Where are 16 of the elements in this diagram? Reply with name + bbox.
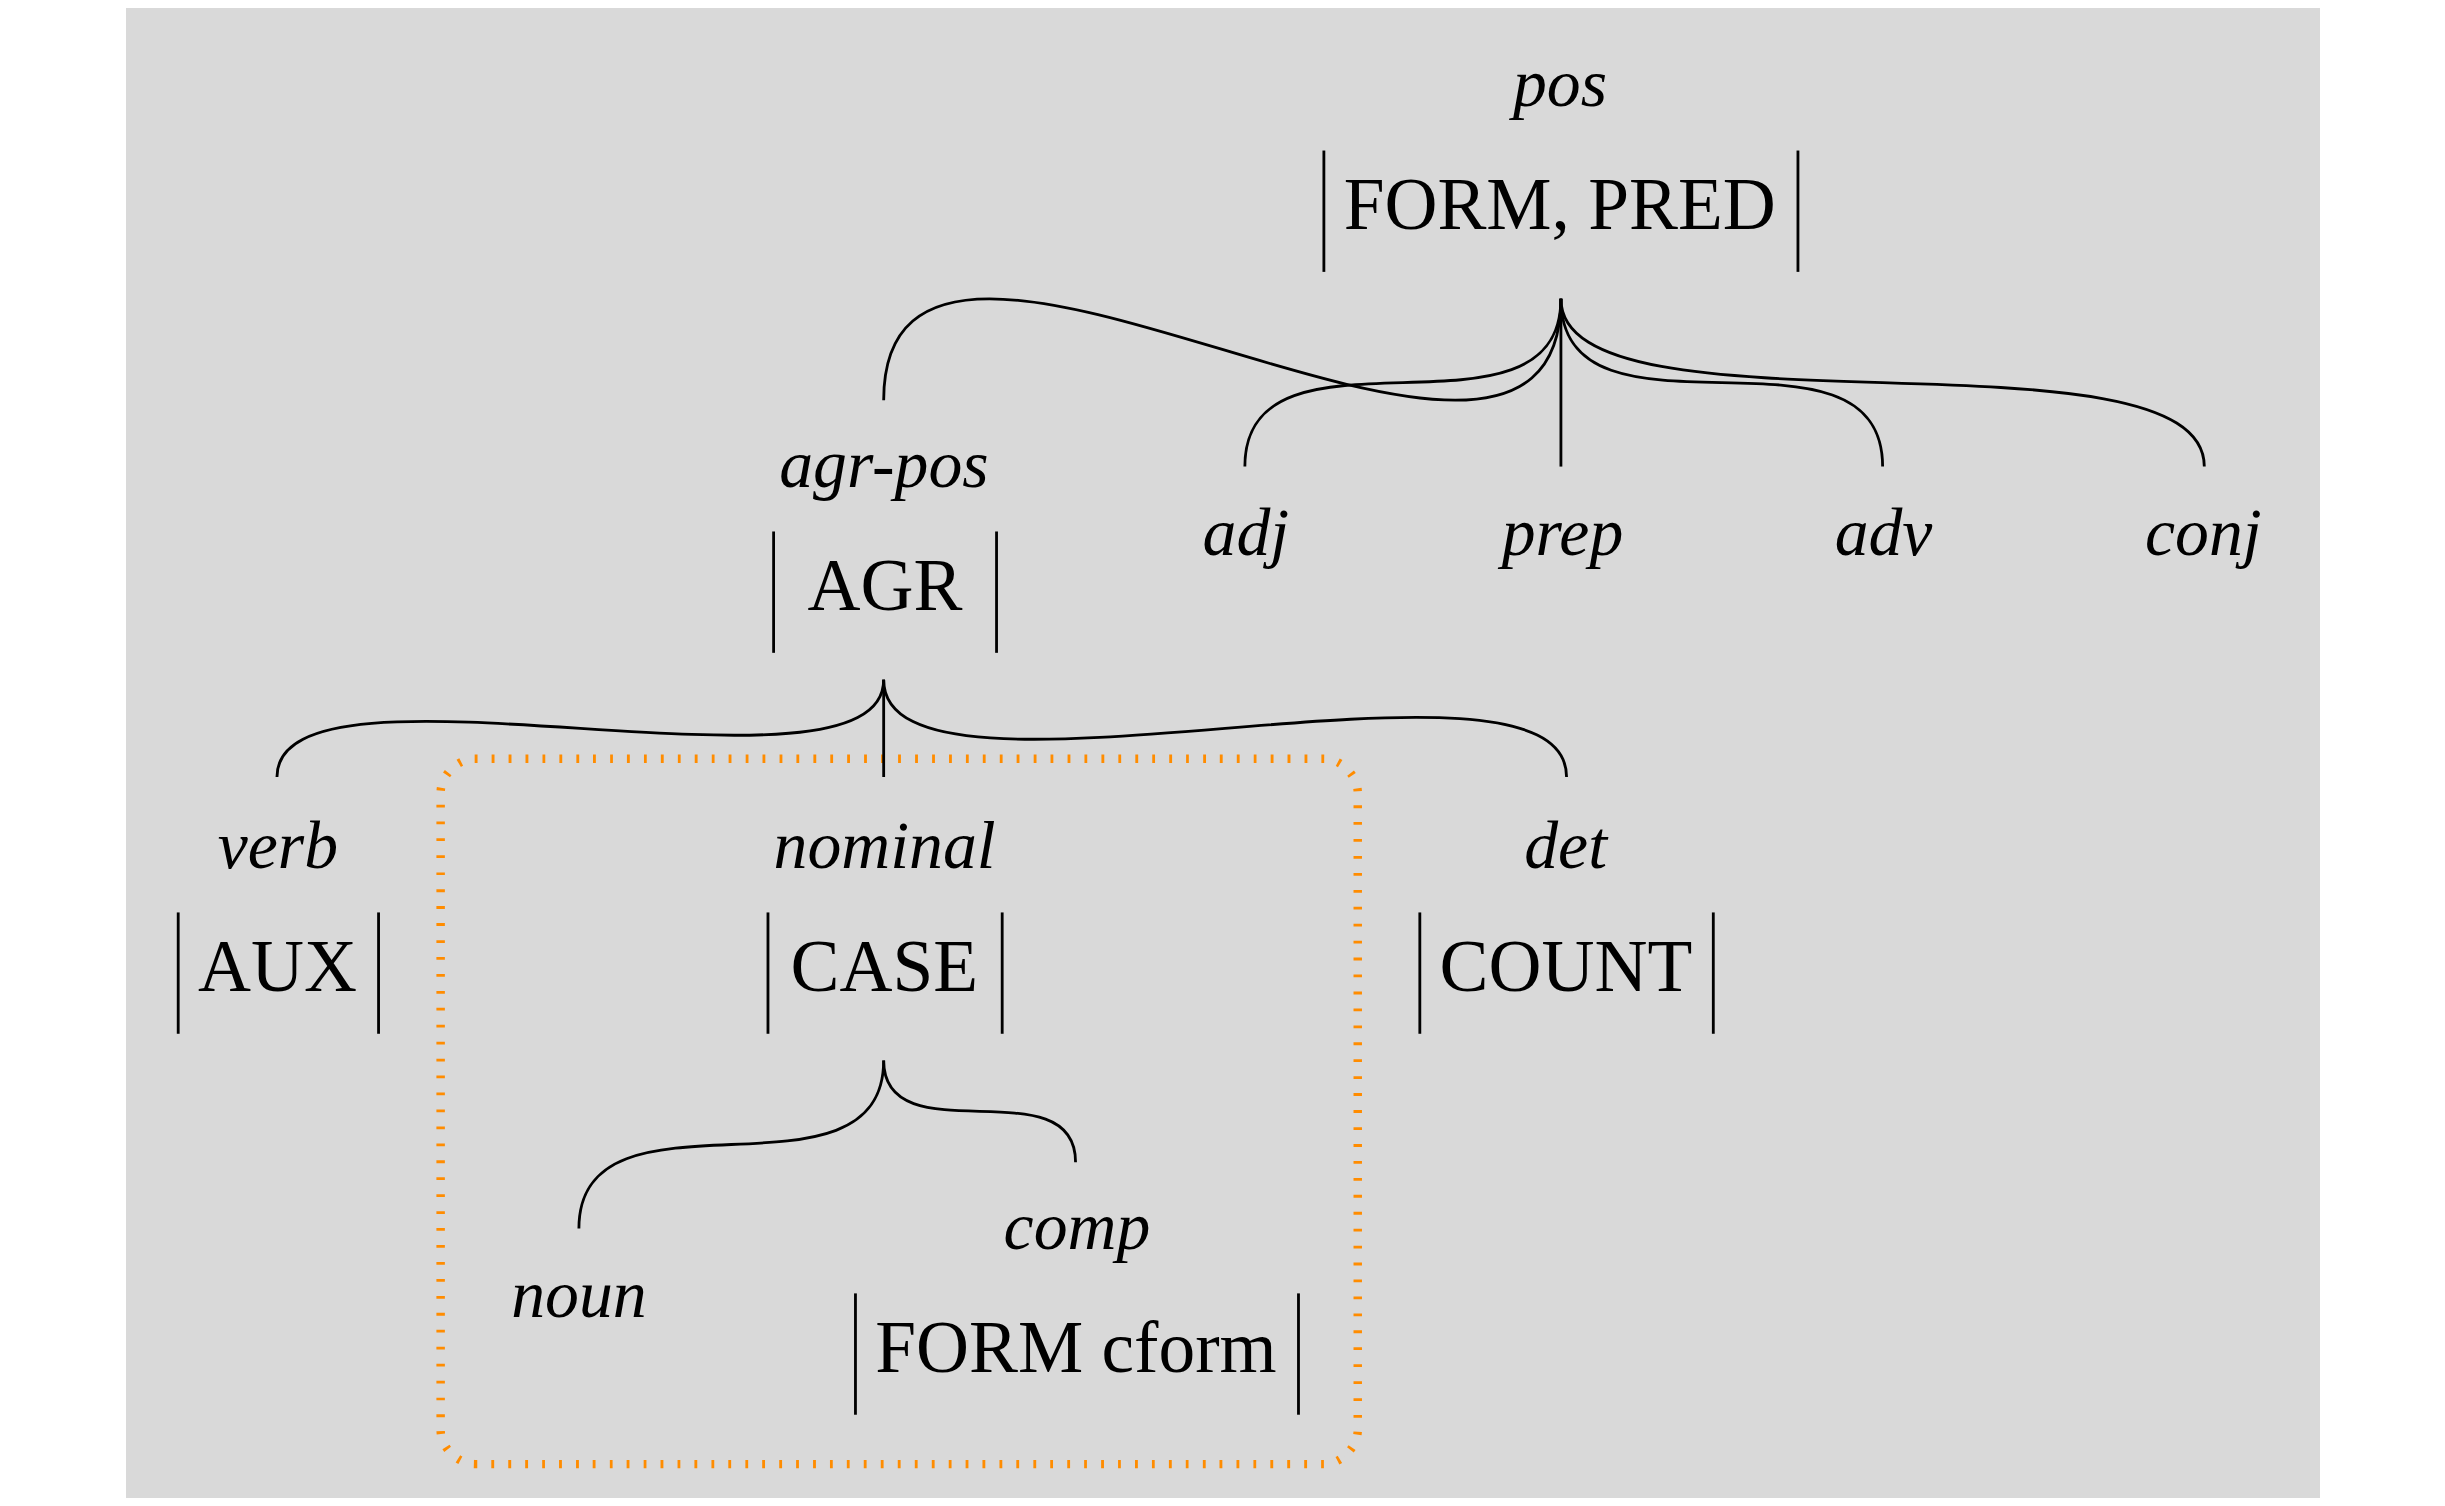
node-text: det COUNT	[1439, 807, 1692, 1007]
node-text: conj	[2144, 494, 2262, 570]
node-text: comp FORM cform	[874, 1188, 1277, 1388]
cluster	[435, 754, 1362, 1469]
connector	[881, 1060, 1077, 1163]
connector	[881, 679, 1568, 778]
connector	[881, 297, 1562, 402]
connector	[1559, 298, 2206, 468]
node-text: noun	[510, 1256, 647, 1332]
node-text: agr-pos AGR	[778, 426, 989, 626]
node-text: adv	[1834, 494, 1932, 570]
connector	[1243, 298, 1562, 467]
node-text: nominal CASE	[773, 807, 996, 1007]
node-text: adj	[1202, 494, 1289, 570]
node-text: pos FORM, PRED	[1343, 45, 1776, 245]
node-text: verb AUX	[197, 807, 357, 1007]
